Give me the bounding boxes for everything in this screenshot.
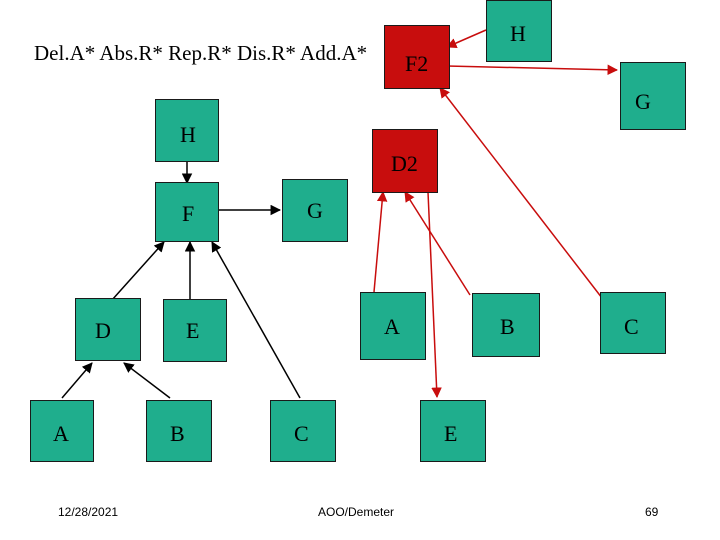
node-h-top: H — [486, 0, 552, 62]
node-f: F — [155, 182, 219, 242]
edge-d-to-f — [111, 241, 165, 301]
node-h-left: H — [155, 99, 219, 162]
node-d2-label: D2 — [391, 151, 418, 176]
node-e-bottom: E — [420, 400, 486, 462]
node-b-right: B — [472, 293, 540, 357]
node-h-left-label: H — [180, 122, 196, 147]
node-a-right: A — [360, 292, 426, 360]
edge-b-to-d — [123, 362, 171, 399]
node-d-label: D — [95, 318, 111, 343]
edge-a-to-d2 — [373, 190, 388, 293]
node-f-label: F — [182, 201, 195, 226]
node-e-mid: E — [163, 299, 227, 362]
node-a-bottom: A — [30, 400, 94, 462]
footer-center: AOO/Demeter — [318, 505, 395, 519]
edge-a-to-d — [61, 362, 93, 399]
node-c-right: C — [600, 292, 666, 354]
edge-c-to-f2 — [439, 87, 603, 299]
node-c-bottom: C — [270, 400, 336, 462]
node-b-bottom: B — [146, 400, 212, 462]
edge-f2-to-g — [446, 64, 619, 76]
node-e-bottom-label: E — [444, 421, 458, 446]
node-g-mid-label: G — [307, 198, 323, 223]
node-d: D — [75, 298, 141, 361]
node-b-right-label: B — [500, 314, 515, 339]
node-g-right-label: G — [635, 89, 651, 114]
node-f2: F2 — [384, 25, 450, 89]
edge-b-to-d2 — [404, 191, 471, 296]
node-h-top-label: H — [510, 21, 526, 46]
node-b-bottom-label: B — [170, 421, 185, 446]
node-a-bottom-label: A — [53, 421, 69, 446]
node-f2-label: F2 — [405, 51, 429, 76]
edge-d2-to-e — [427, 191, 442, 399]
operations-heading: Del.A* Abs.R* Rep.R* Dis.R* Add.A* — [34, 41, 368, 65]
footer-page-number: 69 — [645, 505, 659, 519]
edge-c-to-f — [211, 241, 301, 399]
node-d2: D2 — [372, 129, 438, 193]
edge-h-to-f2 — [446, 29, 487, 49]
node-e-mid-label: E — [186, 318, 200, 343]
node-c-bottom-label: C — [294, 421, 309, 446]
footer-date: 12/28/2021 — [58, 505, 119, 519]
node-a-right-label: A — [384, 314, 400, 339]
node-g-right: G — [620, 62, 686, 130]
node-c-right-label: C — [624, 314, 639, 339]
node-g-mid: G — [282, 179, 348, 242]
